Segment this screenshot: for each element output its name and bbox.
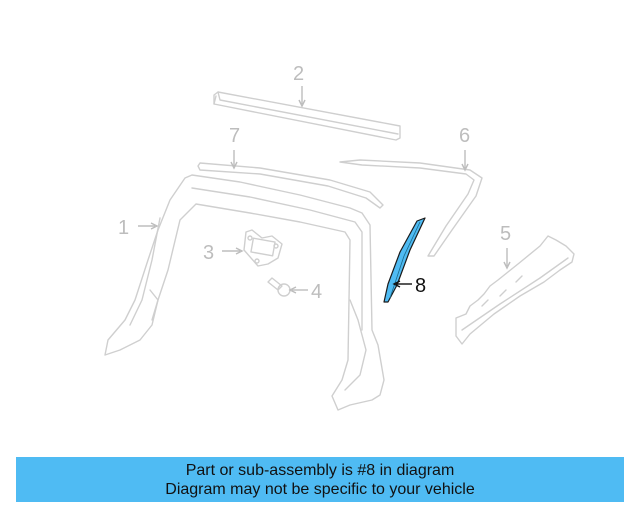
- banner-line-disclaimer: Diagram may not be specific to your vehi…: [165, 480, 475, 498]
- part-6-window-molding: [339, 159, 483, 257]
- callout-3: 3: [203, 242, 214, 264]
- part-3-bracket: [243, 229, 283, 267]
- callout-5: 5: [500, 223, 511, 245]
- callout-8: 8: [415, 275, 426, 297]
- callout-7: 7: [229, 125, 240, 147]
- callout-1: 1: [118, 217, 129, 239]
- part-7-roof-rail: [197, 162, 384, 209]
- callout-4: 4: [311, 281, 322, 303]
- info-banner: Part or sub-assembly is #8 in diagram Di…: [16, 457, 624, 502]
- banner-line-part: Part or sub-assembly is #8 in diagram: [185, 461, 455, 479]
- part-4-bolt: [267, 277, 291, 297]
- arrowhead-2-icon: [298, 99, 306, 108]
- callout-6: 6: [459, 125, 470, 147]
- part-1-body-frame: [104, 174, 385, 411]
- parts-diagram: 2 7 1 3 4 6: [104, 63, 575, 411]
- callout-2: 2: [293, 63, 304, 85]
- part-5-trim: [455, 235, 575, 345]
- part-2-roof-strip: [213, 91, 401, 141]
